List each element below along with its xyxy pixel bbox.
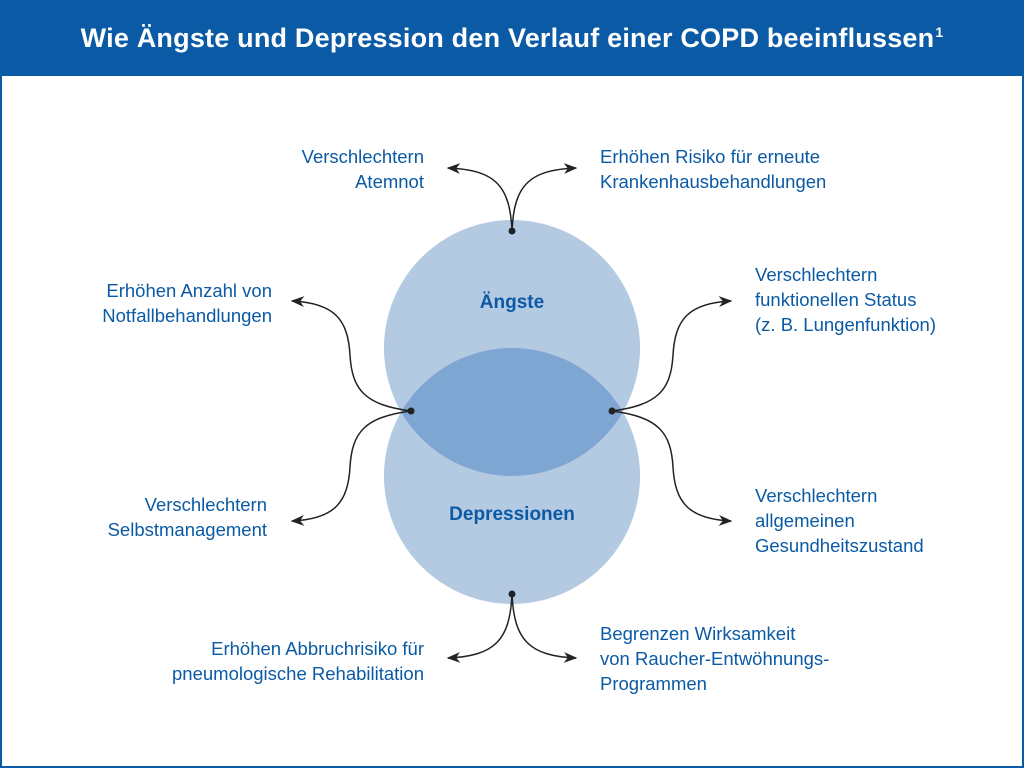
effect-funktionell: Verschlechtern funktionellen Status (z. … [755,264,936,335]
overlap-region [384,348,640,476]
effect-raucher: Begrenzen Wirksamkeit von Raucher-Entwöh… [600,623,830,694]
arrow-funktionell [611,296,733,412]
top-connectors [446,163,578,232]
bottom-connector-dot [508,590,516,598]
anxiety-label: Ängste [479,292,545,313]
arrow-gesundheit [611,410,733,526]
arrow-krankenhaus [511,163,578,232]
arrow-atemnot [446,163,513,232]
page-title: Wie Ängste und Depression den Verlauf ei… [80,22,935,53]
left-connectors [290,296,412,526]
venn-diagram [290,163,733,663]
effect-rehabilitation: Erhöhen Abbruchrisiko für pneumologische… [172,638,424,684]
effect-gesundheit: Verschlechtern allgemeinen Gesundheitszu… [755,485,924,556]
right-connector-dot [608,407,616,415]
title-footnote-marker: 1 [935,24,944,40]
arrow-rehabilitation [446,593,513,663]
effect-notfall: Erhöhen Anzahl von Notfallbehandlungen [102,280,272,326]
depression-label: Depressionen [449,504,575,525]
right-connectors [611,296,733,526]
effect-krankenhaus: Erhöhen Risiko für erneute Krankenhausbe… [600,146,827,192]
left-connector-dot [407,407,415,415]
arrow-raucher [511,593,578,663]
arrow-notfall [290,296,412,412]
title-bar: Wie Ängste und Depression den Verlauf ei… [0,0,1024,76]
arrow-selbstmanagement [290,410,412,526]
bottom-connectors [446,593,578,663]
effect-selbstmanagement: Verschlechtern Selbstmanagement [107,494,267,540]
effect-atemnot: Verschlechtern Atemnot [301,146,424,192]
top-connector-dot [508,227,516,235]
